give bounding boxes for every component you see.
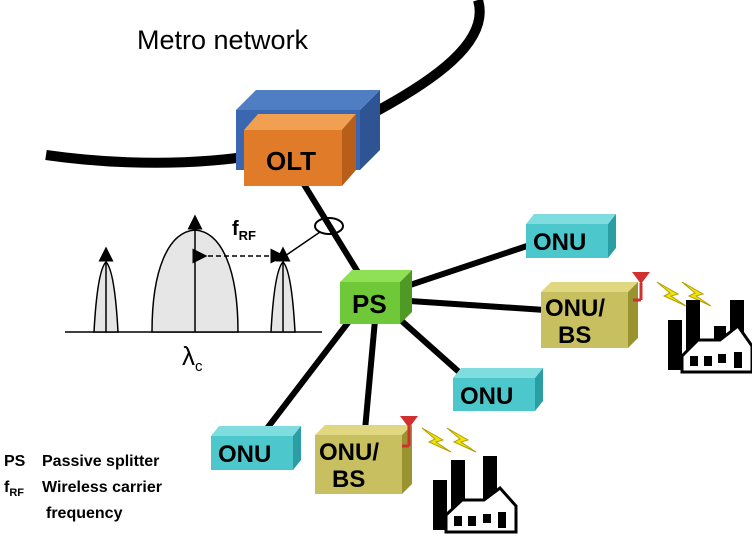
legend-frf-desc-line2: frequency: [46, 505, 123, 522]
lightning-icon: [656, 281, 712, 307]
antenna-icon: [400, 416, 418, 448]
city-icon: [433, 456, 518, 534]
fiber-ps-onubs-bottom: [362, 319, 378, 431]
legend-frf-desc-line1: Wireless carrier: [42, 479, 162, 496]
olt-label: OLT: [266, 146, 316, 176]
lightning-icon: [421, 427, 477, 453]
legend: PS Passive splitter fRF Wireless carrier…: [4, 453, 162, 522]
onu-bs-label-line2: BS: [558, 322, 591, 349]
olt-box: OLT: [236, 90, 380, 186]
onu-top-right: ONU: [526, 214, 616, 258]
legend-ps-abbr: PS: [4, 453, 26, 470]
onu-label: ONU: [460, 383, 513, 410]
metro-network-title: Metro network: [137, 25, 309, 55]
onu-label: ONU: [218, 441, 271, 468]
ps-box: PS: [340, 270, 412, 324]
lambda-c-label: λc: [182, 341, 203, 375]
fiber-ps-onu-mid: [393, 312, 470, 383]
fiber-tap-ellipse: [314, 217, 344, 235]
onu-bs-label-line1: ONU/: [319, 439, 379, 466]
legend-frf-abbr: fRF: [4, 479, 24, 499]
legend-ps-desc: Passive splitter: [42, 453, 159, 470]
fiber-ps-onubs-right: [394, 297, 546, 313]
fiber-tap-pointer: [284, 231, 321, 257]
onu-bs-right: ONU/ BS: [541, 272, 752, 374]
ps-label: PS: [352, 289, 387, 319]
onu-label: ONU: [533, 229, 586, 256]
rf-spectrum-diagram: fRF λc: [65, 214, 322, 375]
onu-bs-label-line2: BS: [332, 466, 365, 493]
onu-bs-bottom: ONU/ BS: [315, 416, 518, 534]
city-icon: [668, 300, 752, 374]
frf-label: fRF: [232, 218, 256, 243]
onu-bottom-left: ONU: [211, 426, 301, 470]
fiber-ps-onu-left: [259, 318, 353, 437]
onu-middle: ONU: [453, 368, 543, 411]
onu-bs-label-line1: ONU/: [545, 295, 605, 322]
antenna-icon: [632, 272, 650, 302]
